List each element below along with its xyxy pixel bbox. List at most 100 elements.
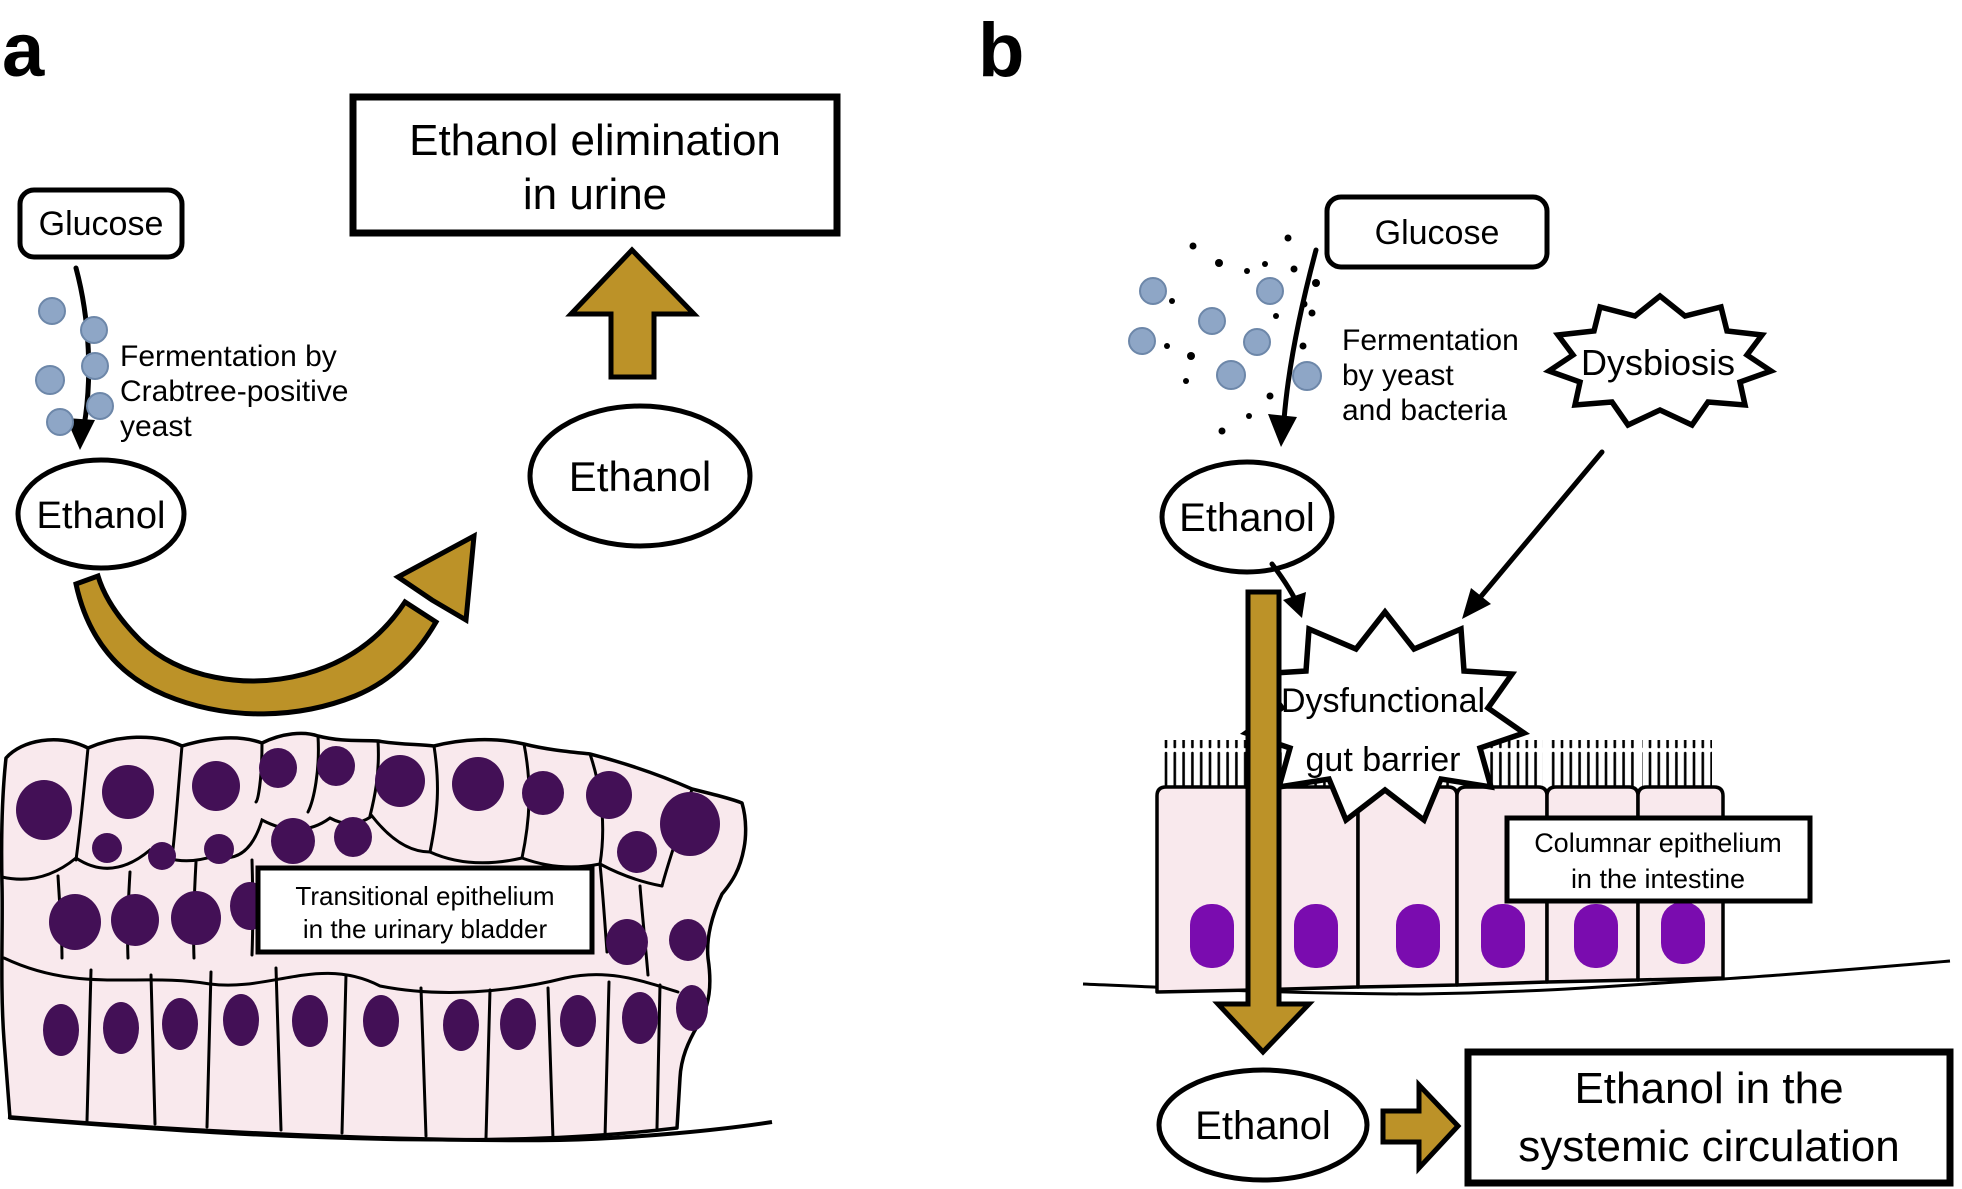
nucleus xyxy=(375,755,425,807)
panel-b: b xyxy=(978,8,1954,1187)
bacterium-speck xyxy=(1262,261,1268,267)
ethanol-ellipse-b-top xyxy=(1159,459,1335,575)
nucleus xyxy=(452,757,504,811)
fermentation-arrow-b xyxy=(1268,247,1319,447)
cell-boundaries-row2-bottom xyxy=(2,956,680,994)
nucleus xyxy=(171,891,221,945)
ethanol-translocation-arrow-down xyxy=(1212,589,1315,1056)
panel-a-letter: a xyxy=(2,8,45,93)
nucleus xyxy=(334,817,372,857)
glucose-to-ethanol-arrow-a xyxy=(73,265,92,429)
intestinal-nuclei xyxy=(1190,902,1705,968)
panel-a: a xyxy=(0,8,841,1143)
nucleus xyxy=(606,919,648,965)
bladder-nuclei-row1 xyxy=(16,746,720,856)
elimination-line1: Ethanol elimination xyxy=(409,116,781,165)
ethanol-node-a-product: Ethanol xyxy=(15,457,187,571)
tissue-label-line1-b: Columnar epithelium xyxy=(1534,828,1782,858)
nucleus xyxy=(1661,902,1705,964)
bacterium-speck xyxy=(1312,279,1320,287)
nucleus xyxy=(43,1004,79,1056)
panel-b-letter: b xyxy=(978,8,1024,93)
fermentation-note-line2-b: by yeast xyxy=(1342,359,1454,392)
ethanol-node-b-gut: Ethanol xyxy=(1159,459,1335,575)
ethanol-label-a-right: Ethanol xyxy=(569,453,711,500)
nucleus xyxy=(669,919,707,961)
nucleus xyxy=(1481,904,1525,968)
nucleus xyxy=(443,999,479,1051)
fermentation-note-b: Fermentation by yeast and bacteria xyxy=(1342,324,1519,427)
bacterium-speck xyxy=(1300,300,1308,308)
bacterium-speck xyxy=(1244,268,1250,274)
yeast-dot xyxy=(1128,327,1156,355)
bacterium-speck xyxy=(1215,259,1223,267)
microvilli-tuft xyxy=(1551,740,1634,787)
bacteria-specks xyxy=(1164,234,1320,435)
ethanol-ellipse-b-bottom xyxy=(1156,1067,1370,1183)
bacterium-speck xyxy=(1308,309,1316,317)
glucose-box-b xyxy=(1324,194,1550,270)
curved-arrow-head xyxy=(393,531,477,625)
ethanol-label-b-bottom: Ethanol xyxy=(1195,1104,1331,1148)
tissue-label-line1-a: Transitional epithelium xyxy=(295,881,554,911)
nucleus xyxy=(617,831,657,873)
nucleus xyxy=(1190,904,1234,968)
bacterium-speck xyxy=(1189,242,1197,250)
dysbiosis-burst-shape xyxy=(1542,292,1778,429)
systemic-circulation-node: Ethanol in the systemic circulation xyxy=(1464,1048,1954,1187)
curved-arrow-band xyxy=(73,572,440,717)
dysbiosis-barrier-line xyxy=(1475,449,1605,603)
bacterium-speck xyxy=(1284,234,1292,242)
nucleus xyxy=(103,1002,139,1054)
urine-elimination-arrow-up xyxy=(565,246,700,380)
nucleus xyxy=(660,792,720,856)
elimination-node-a: Ethanol elimination in urine xyxy=(349,93,841,237)
yeast-dot xyxy=(1216,360,1246,390)
nucleus xyxy=(271,818,315,864)
nucleus xyxy=(111,894,159,946)
nucleus xyxy=(92,833,122,863)
tissue-label-line2-b: in the intestine xyxy=(1571,864,1745,894)
dysbiosis-burst: Dysbiosis xyxy=(1542,292,1778,429)
systemic-box xyxy=(1464,1048,1954,1187)
nucleus xyxy=(522,771,564,815)
tissue-label-box-b xyxy=(1504,815,1813,904)
microvilli-tuft xyxy=(1164,740,1250,787)
glucose-node-a: Glucose xyxy=(17,187,185,260)
glucose-to-ethanol-arrow-b xyxy=(1281,247,1319,423)
glucose-box-a xyxy=(17,187,185,260)
ethanol-label-a-left: Ethanol xyxy=(37,495,166,537)
transitional-epithelium-label: Transitional epithelium in the urinary b… xyxy=(255,865,595,955)
yeast-dot xyxy=(1243,328,1271,356)
gut-barrier-line2: gut barrier xyxy=(1306,741,1461,779)
gut-barrier-line1: Dysfunctional xyxy=(1281,682,1485,720)
bacterium-speck xyxy=(1246,413,1252,419)
gut-barrier-burst: Dysfunctional gut barrier xyxy=(1239,607,1531,825)
yeast-dot xyxy=(80,316,108,344)
bacterium-speck xyxy=(1164,343,1170,349)
nucleus xyxy=(1294,904,1338,968)
nucleus xyxy=(560,995,596,1047)
bladder-nuclei-row3 xyxy=(43,985,708,1056)
systemic-line2: systemic circulation xyxy=(1518,1122,1899,1171)
glucose-node-b: Glucose xyxy=(1324,194,1550,270)
yeast-dot xyxy=(1292,361,1322,391)
nucleus xyxy=(16,780,72,840)
columnar-epithelium-label: Columnar epithelium in the intestine xyxy=(1504,815,1813,904)
bacterium-speck xyxy=(1290,265,1298,273)
nucleus xyxy=(292,995,328,1047)
nucleus xyxy=(259,748,297,788)
ethanol-ellipse-a-right xyxy=(527,403,753,549)
elimination-box xyxy=(349,93,841,237)
arrowhead-down-left xyxy=(1462,588,1491,619)
nucleus xyxy=(622,992,658,1044)
basement-line-a xyxy=(7,1115,773,1143)
fermentation-note-line1-b: Fermentation xyxy=(1342,324,1519,357)
nucleus xyxy=(223,994,259,1046)
fermentation-note-line2-a: Crabtree-positive xyxy=(120,375,348,408)
nucleus xyxy=(317,746,355,786)
tissue-label-line2-a: in the urinary bladder xyxy=(303,914,548,944)
nucleus xyxy=(500,998,536,1050)
